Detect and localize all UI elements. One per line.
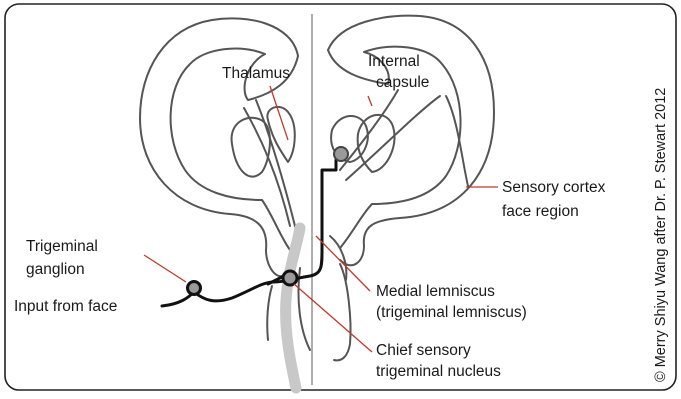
thalamic-relay-node <box>334 147 348 161</box>
label-trigeminal-ganglion-line2: ganglion <box>26 261 85 278</box>
label-internal-capsule-line1: Internal <box>368 53 420 70</box>
chief-sensory-nucleus-node <box>283 271 297 285</box>
label-internal-capsule-line2: capsule <box>376 74 429 91</box>
label-medial-lemniscus-line2: (trigeminal lemniscus) <box>376 304 527 321</box>
brainstem-tract <box>286 228 300 388</box>
label-trigeminal-ganglion-line1: Trigeminal <box>26 238 98 255</box>
label-chief-sensory-line2: trigeminal nucleus <box>376 363 501 380</box>
label-chief-sensory-line1: Chief sensory <box>376 342 471 359</box>
credit-text: © Merry Shiyu Wang after Dr. P. Stewart … <box>653 88 669 382</box>
label-sensory-cortex-line2: face region <box>502 203 579 220</box>
label-input-from-face: Input from face <box>14 298 117 315</box>
label-medial-lemniscus-line1: Medial lemniscus <box>376 283 495 300</box>
label-sensory-cortex-line1: Sensory cortex <box>502 179 606 196</box>
figure-frame <box>5 4 676 390</box>
trigeminal-ganglion-node <box>188 282 201 295</box>
label-thalamus: Thalamus <box>222 65 290 82</box>
